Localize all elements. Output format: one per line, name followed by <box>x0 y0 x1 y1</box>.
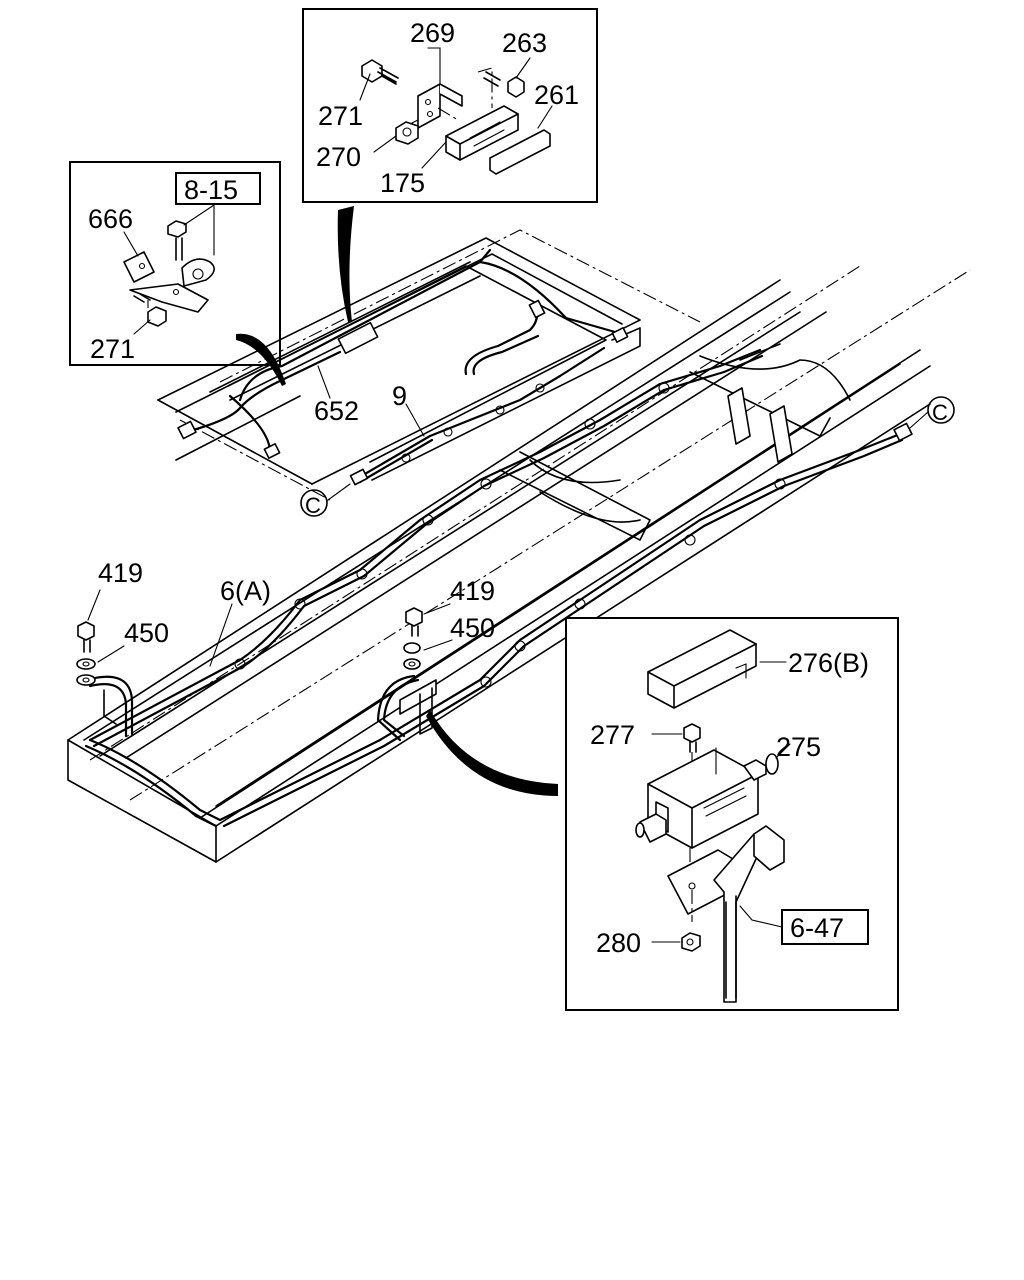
label-271-left: 271 <box>90 334 135 364</box>
label-6-47: 6-47 <box>790 913 844 943</box>
main-chassis <box>67 265 971 863</box>
label-269: 269 <box>410 18 455 48</box>
ref-box-8-15 <box>175 172 261 205</box>
label-6a: 6(A) <box>220 576 271 606</box>
callout-arrow-right <box>426 710 558 796</box>
label-666: 666 <box>88 204 133 234</box>
upper-frame <box>157 229 701 501</box>
bracket-269 <box>417 83 463 129</box>
washer-450-center <box>403 639 453 670</box>
label-275: 275 <box>776 732 821 762</box>
nut-280 <box>651 890 701 952</box>
label-261: 261 <box>534 80 579 110</box>
label-9: 9 <box>392 381 407 411</box>
label-419-center: 419 <box>450 576 495 606</box>
bracket-6-47 <box>667 825 869 1003</box>
relay-box <box>635 743 791 886</box>
nut-270 <box>395 121 419 145</box>
label-276b: 276(B) <box>788 648 869 678</box>
label-8-15: 8-15 <box>184 175 238 205</box>
label-450-left: 450 <box>124 618 169 648</box>
label-280: 280 <box>596 928 641 958</box>
bolt-419-left <box>77 589 101 653</box>
connector-ref-circle-c-left <box>300 489 328 517</box>
label-277: 277 <box>590 720 635 750</box>
washer-450-left <box>76 645 125 686</box>
bolt-271 <box>361 59 399 85</box>
label-263: 263 <box>502 28 547 58</box>
label-450-center: 450 <box>450 613 495 643</box>
bolt-419-center <box>405 603 451 637</box>
bolt-277 <box>651 723 701 776</box>
label-175: 175 <box>380 168 425 198</box>
callout-arrow-top <box>337 206 354 322</box>
cover-261 <box>489 129 551 175</box>
ref-box-6-47 <box>781 909 869 945</box>
bolt-263 <box>483 71 525 98</box>
cover-276b <box>647 629 787 709</box>
inset-top-connector-bracket <box>302 8 598 203</box>
label-419-left: 419 <box>98 558 143 588</box>
connector-ref-circle-c-right <box>927 396 955 424</box>
label-271-top: 271 <box>318 101 363 131</box>
inset-right-relay-assembly <box>565 617 899 1011</box>
inset-left-clip-bracket <box>69 161 281 366</box>
label-652: 652 <box>314 396 359 426</box>
label-c-right: C <box>932 400 948 425</box>
connector-175 <box>445 105 519 161</box>
label-270: 270 <box>316 142 361 172</box>
label-c-left: C <box>305 493 321 518</box>
